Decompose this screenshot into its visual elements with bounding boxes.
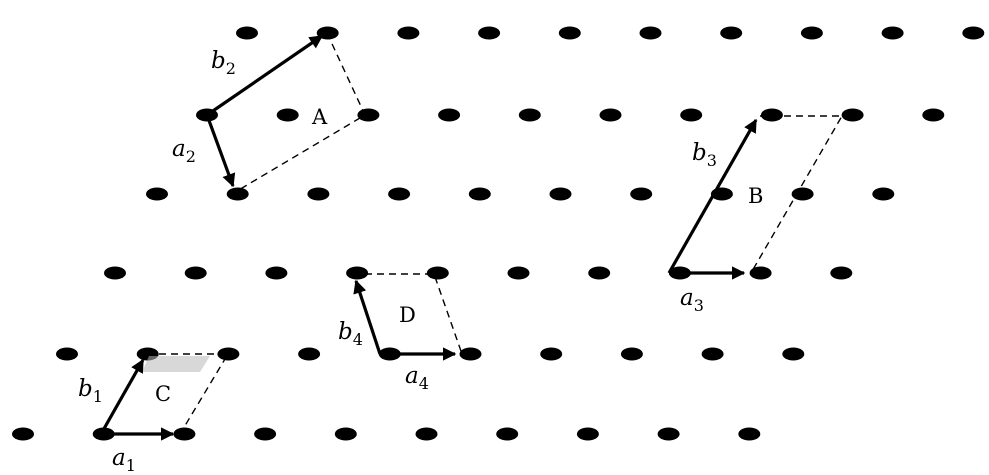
vector-label-a1: a1 (112, 445, 136, 475)
lattice-point (620, 347, 643, 361)
lattice-point (701, 347, 724, 361)
lattice-point (12, 427, 34, 441)
cell-label-d: D (399, 303, 416, 327)
lattice-point (104, 266, 126, 280)
lattice-point (749, 266, 772, 280)
lattice-point (236, 26, 258, 40)
cell-outlines (142, 32, 844, 435)
vector-b3-arrow (667, 118, 758, 274)
lattice-point (576, 427, 599, 441)
lattice-point (226, 187, 249, 201)
vector-b1-arrow (99, 358, 145, 435)
cell-c-shading (142, 356, 210, 372)
lattice-point (800, 26, 823, 40)
lattice-points (12, 26, 985, 441)
vector-label-b4: b4 (338, 319, 363, 349)
lattice-point (459, 347, 482, 361)
lattice-point (438, 108, 461, 122)
vector-b4-arrow (353, 279, 382, 355)
lattice-point (881, 26, 904, 40)
lattice-point (549, 187, 572, 201)
lattice-point (254, 427, 277, 441)
lattice-point (397, 26, 420, 40)
lattice-point (276, 108, 299, 122)
lattice-point (357, 108, 380, 122)
lattice-point (639, 26, 662, 40)
vector-label-a3: a3 (680, 285, 704, 315)
lattice-point (415, 427, 438, 441)
lattice-point (657, 427, 680, 441)
cell-label-a: A (311, 105, 328, 129)
vector-label-b1: b1 (78, 376, 103, 406)
lattice-point (146, 187, 168, 201)
lattice-point (346, 266, 369, 280)
lattice-point (720, 26, 743, 40)
vector-label-b2: b2 (211, 48, 236, 78)
lattice-point (307, 187, 330, 201)
lattice-point (782, 347, 805, 361)
lattice-point (265, 266, 288, 280)
vector-b2-arrow (206, 34, 324, 117)
lattice-point (680, 108, 703, 122)
lattice-point (184, 266, 207, 280)
cell-b-outline (750, 115, 844, 274)
lattice-point (630, 187, 653, 201)
vector-a2-arrow (205, 114, 236, 188)
lattice-point (791, 187, 814, 201)
lattice-point (298, 347, 321, 361)
vector-labels: b2 a2 b3 a3 b1 a1 b4 a4 (78, 48, 717, 475)
lattice-point (872, 187, 895, 201)
lattice-point (540, 347, 563, 361)
cell-label-c: C (155, 382, 171, 406)
lattice-point (738, 427, 761, 441)
lattice-point (496, 427, 519, 441)
lattice-point (478, 26, 501, 40)
lattice-point (217, 347, 240, 361)
lattice-point (760, 108, 783, 122)
lattice-point (558, 26, 581, 40)
cell-c-outline (147, 353, 230, 435)
lattice-point (507, 266, 530, 280)
lattice-point (588, 266, 611, 280)
lattice-point (518, 108, 541, 122)
lattice-point (173, 427, 196, 441)
lattice-point (334, 427, 357, 441)
cell-labels: A B C D (155, 105, 763, 406)
lattice-point (468, 187, 491, 201)
vector-label-a4: a4 (405, 363, 429, 393)
vector-label-b3: b3 (692, 140, 717, 170)
lattice-point (599, 108, 622, 122)
lattice-point (841, 108, 864, 122)
lattice-point (922, 108, 945, 122)
lattice-point (56, 347, 78, 361)
lattice-point (830, 266, 853, 280)
basis-vectors (99, 34, 758, 441)
lattice-point (426, 266, 449, 280)
lattice-point (388, 187, 411, 201)
cell-d-outline (353, 273, 463, 355)
lattice-point (962, 26, 985, 40)
cell-a-outline (236, 32, 366, 192)
cell-label-b: B (748, 184, 763, 208)
vector-label-a2: a2 (172, 136, 196, 166)
